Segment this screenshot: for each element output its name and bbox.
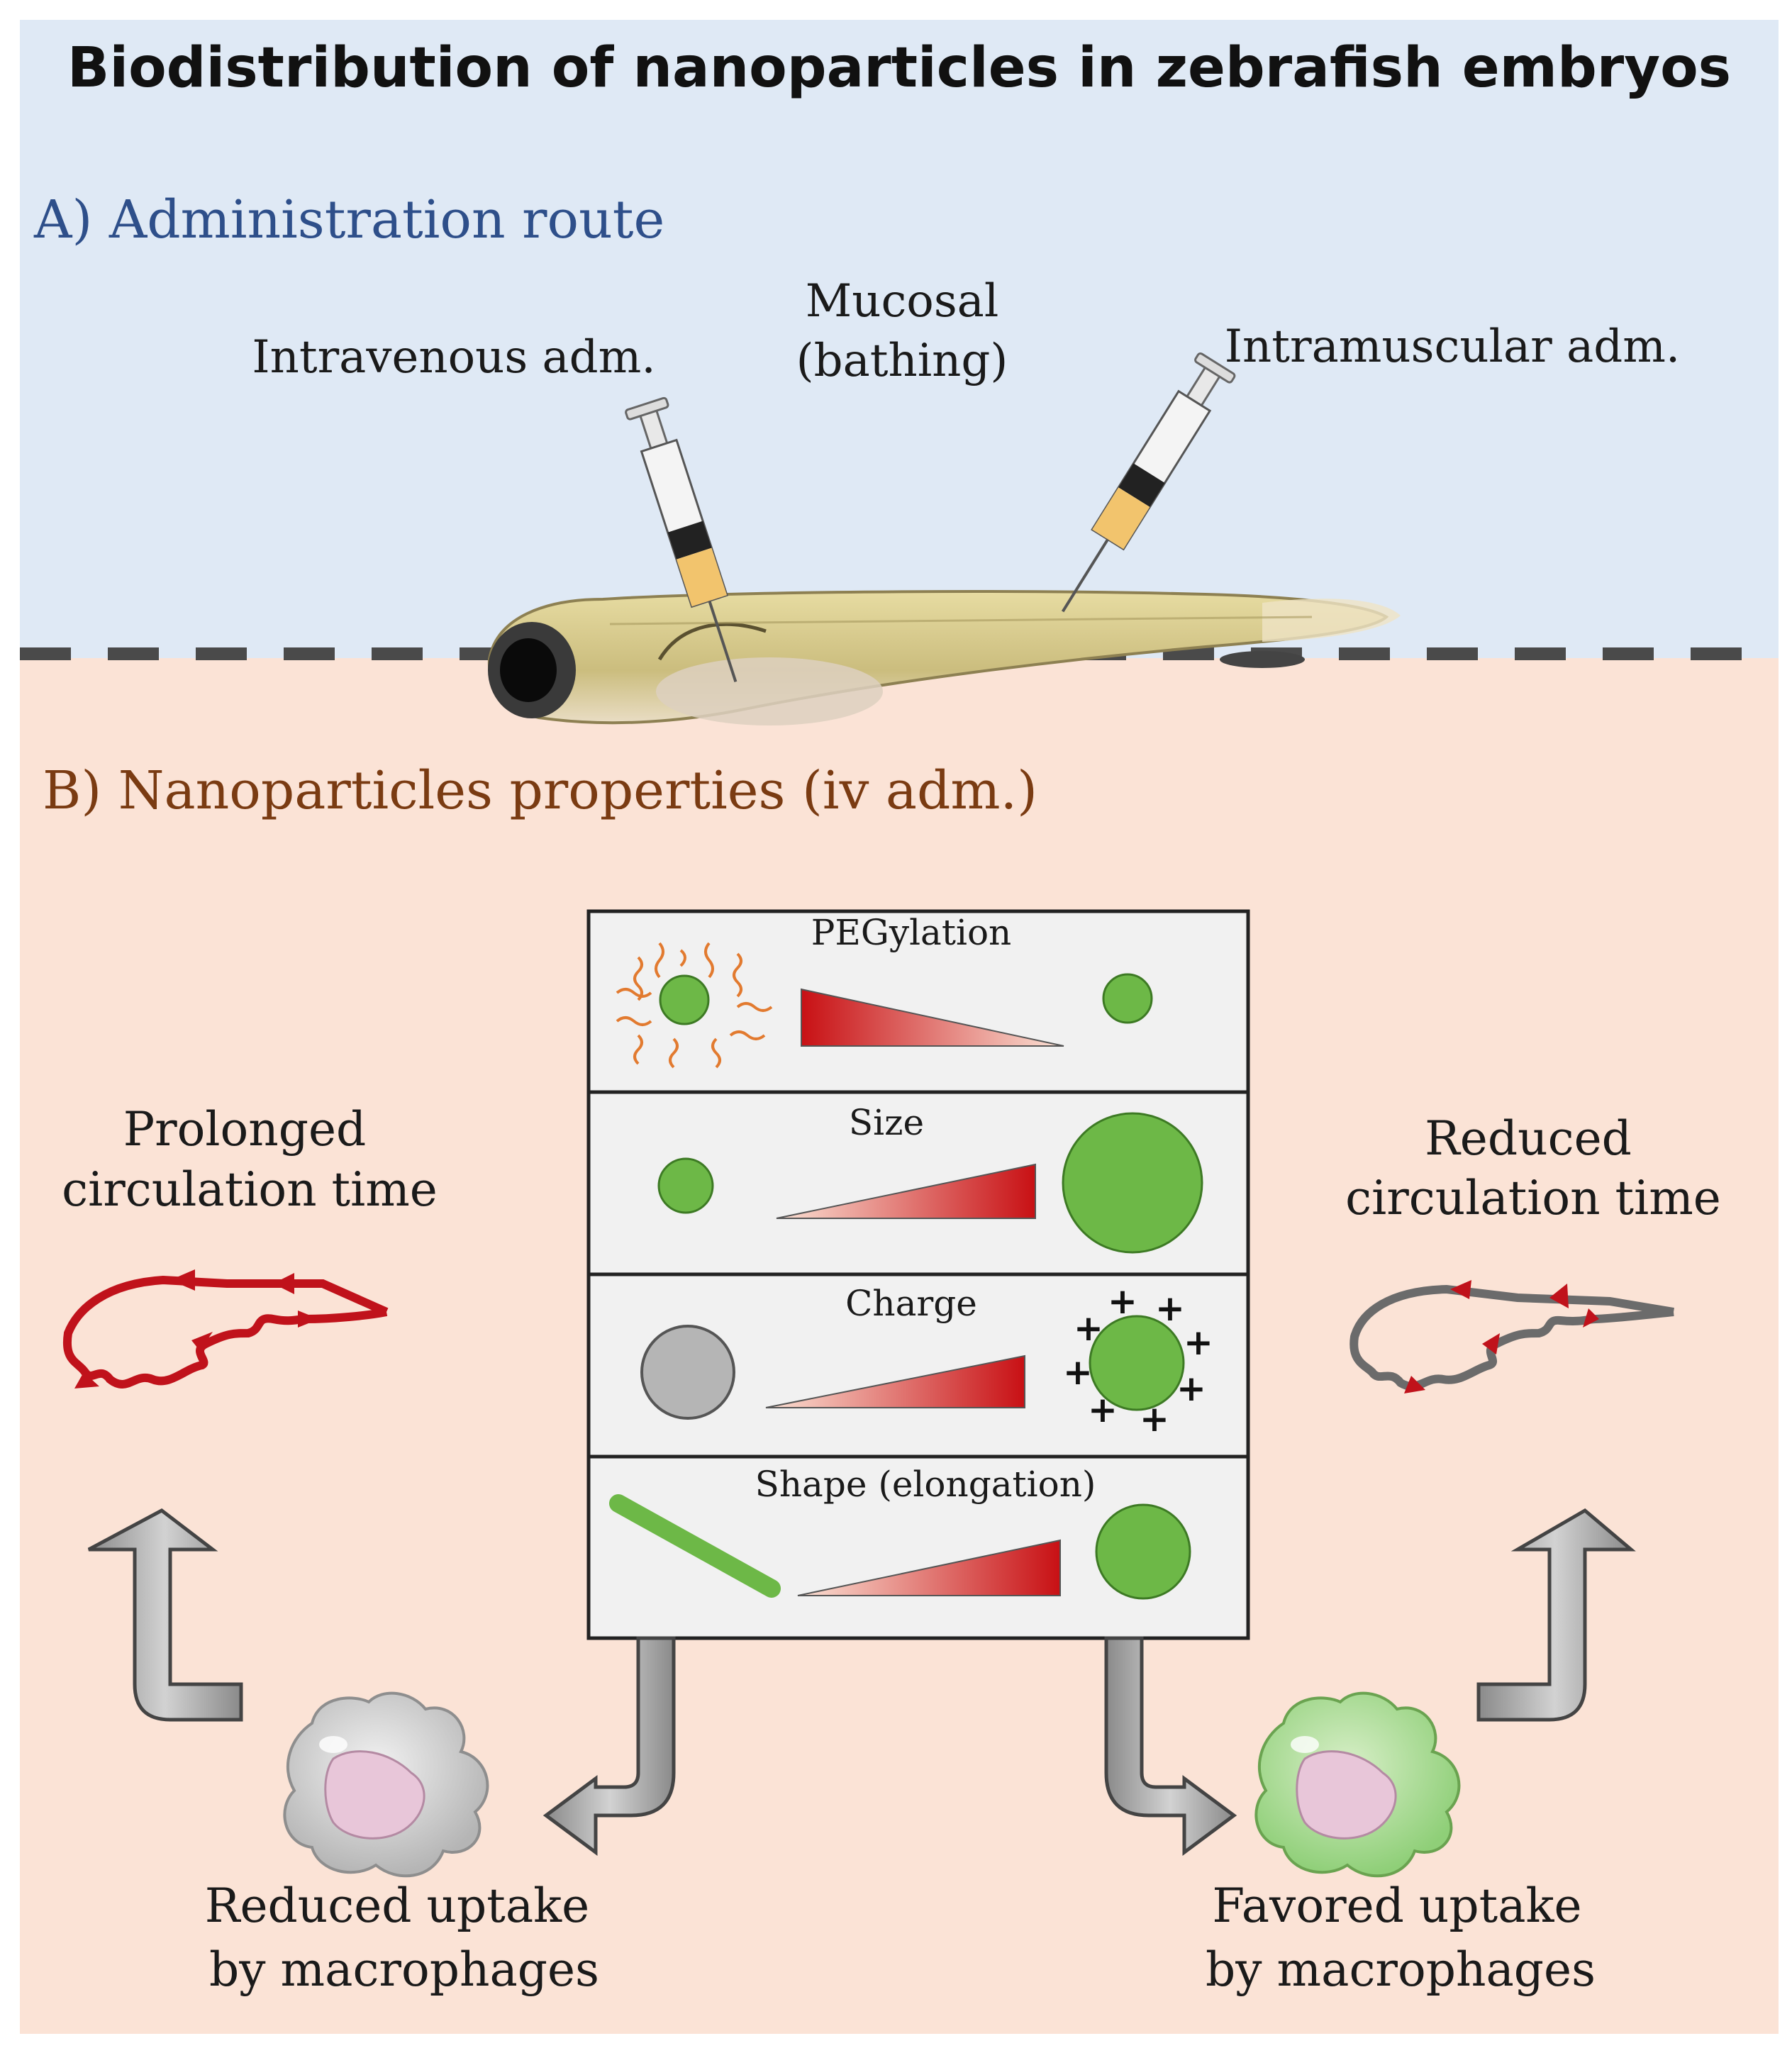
route-mucosal-label-line1: Mucosal: [806, 275, 999, 328]
charged-nanoparticle-icon: [1089, 1315, 1185, 1411]
left-outcome-line1: Prolonged: [123, 1102, 367, 1157]
gradient-triangle-increasing: [797, 1539, 1061, 1596]
elongated-nanoparticle-icon: [609, 1494, 781, 1598]
spherical-nanoparticle-icon: [1095, 1503, 1191, 1600]
property-pegylation-label: PEGylation: [811, 912, 1012, 953]
syringe-icon: [625, 396, 738, 683]
right-uptake-line1: Favored uptake: [1212, 1879, 1581, 1933]
gradient-triangle-decreasing: [801, 988, 1064, 1047]
svg-text:+: +: [1155, 1288, 1185, 1329]
circulation-loop-icon: [1349, 1280, 1674, 1393]
circulation-loop-icon: [62, 1269, 389, 1389]
svg-text:+: +: [1108, 1281, 1137, 1322]
bent-arrow-icon: [87, 1508, 243, 1722]
bent-arrow-icon: [542, 1636, 676, 1856]
small-nanoparticle-icon: [657, 1157, 714, 1214]
property-shape-label: Shape (elongation): [755, 1464, 1096, 1505]
property-charge-label: Charge: [845, 1283, 977, 1324]
macrophage-icon: [283, 1691, 489, 1878]
bent-arrow-icon: [1104, 1636, 1237, 1856]
positive-charge-icons: + + + + + + + +: [1063, 1281, 1213, 1440]
syringe-icon: [1061, 352, 1236, 613]
zebrafish-embryo-icon: [487, 590, 1401, 725]
section-a-background: [20, 20, 1779, 658]
left-uptake-line1: Reduced uptake: [205, 1879, 589, 1933]
left-outcome-line2: circulation time: [62, 1162, 438, 1217]
bent-arrow-icon: [1476, 1508, 1636, 1722]
nanoparticle-icon: [1102, 973, 1153, 1024]
nanoparticle-icon: [659, 974, 710, 1025]
right-outcome-line1: Reduced: [1425, 1111, 1632, 1166]
figure-title: Biodistribution of nanoparticles in zebr…: [67, 36, 1731, 100]
large-nanoparticle-icon: [1062, 1112, 1203, 1254]
svg-text:+: +: [1176, 1368, 1206, 1409]
svg-text:+: +: [1074, 1308, 1103, 1349]
section-a-label: A) Administration route: [33, 189, 664, 250]
svg-text:+: +: [1088, 1389, 1118, 1430]
route-intravenous-label: Intravenous adm.: [252, 331, 655, 384]
svg-text:+: +: [1184, 1322, 1213, 1363]
properties-table: PEGylation Size Charge +: [586, 909, 1250, 1640]
right-uptake-line2: by macrophages: [1206, 1942, 1596, 1997]
svg-text:+: +: [1140, 1398, 1169, 1440]
macrophage-icon: [1254, 1691, 1461, 1878]
property-size-label: Size: [849, 1102, 924, 1143]
neutral-nanoparticle-icon: [640, 1325, 735, 1420]
pegylated-nanoparticle-icon: [616, 942, 773, 1069]
gradient-triangle-increasing: [776, 1163, 1036, 1219]
route-mucosal-label-line2: (bathing): [796, 335, 1008, 387]
route-intramuscular-label: Intramuscular adm.: [1225, 321, 1681, 373]
left-uptake-line2: by macrophages: [209, 1942, 599, 1997]
section-b-label: B) Nanoparticles properties (iv adm.): [43, 760, 1037, 821]
svg-text:+: +: [1063, 1352, 1093, 1393]
gradient-triangle-increasing: [765, 1354, 1025, 1408]
right-outcome-line2: circulation time: [1345, 1171, 1721, 1225]
